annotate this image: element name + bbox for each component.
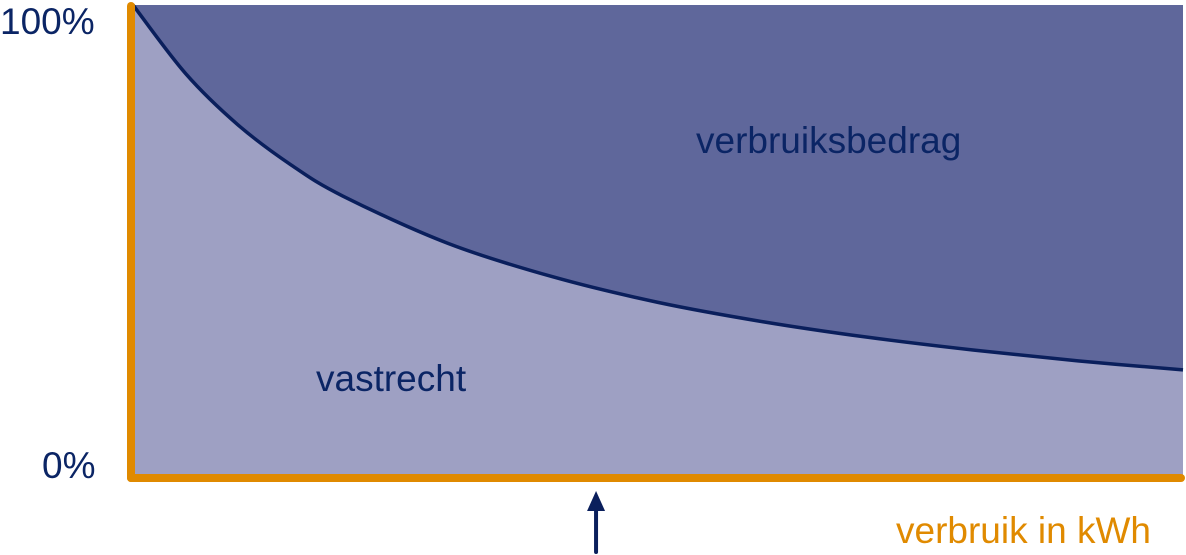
y-tick-100: 100% — [0, 1, 95, 42]
vastrecht-area — [133, 5, 1183, 477]
arrow-head — [587, 491, 606, 511]
boundary-curve — [131, 3, 1184, 372]
label-vastrecht: vastrecht — [316, 358, 467, 399]
y-tick-0: 0% — [42, 445, 96, 486]
x-axis-label: verbruik in kWh — [896, 510, 1151, 551]
label-verbruiksbedrag: verbruiksbedrag — [696, 120, 962, 161]
verbruiksbedrag-area — [133, 5, 1183, 370]
arrow-up-icon — [587, 491, 606, 554]
